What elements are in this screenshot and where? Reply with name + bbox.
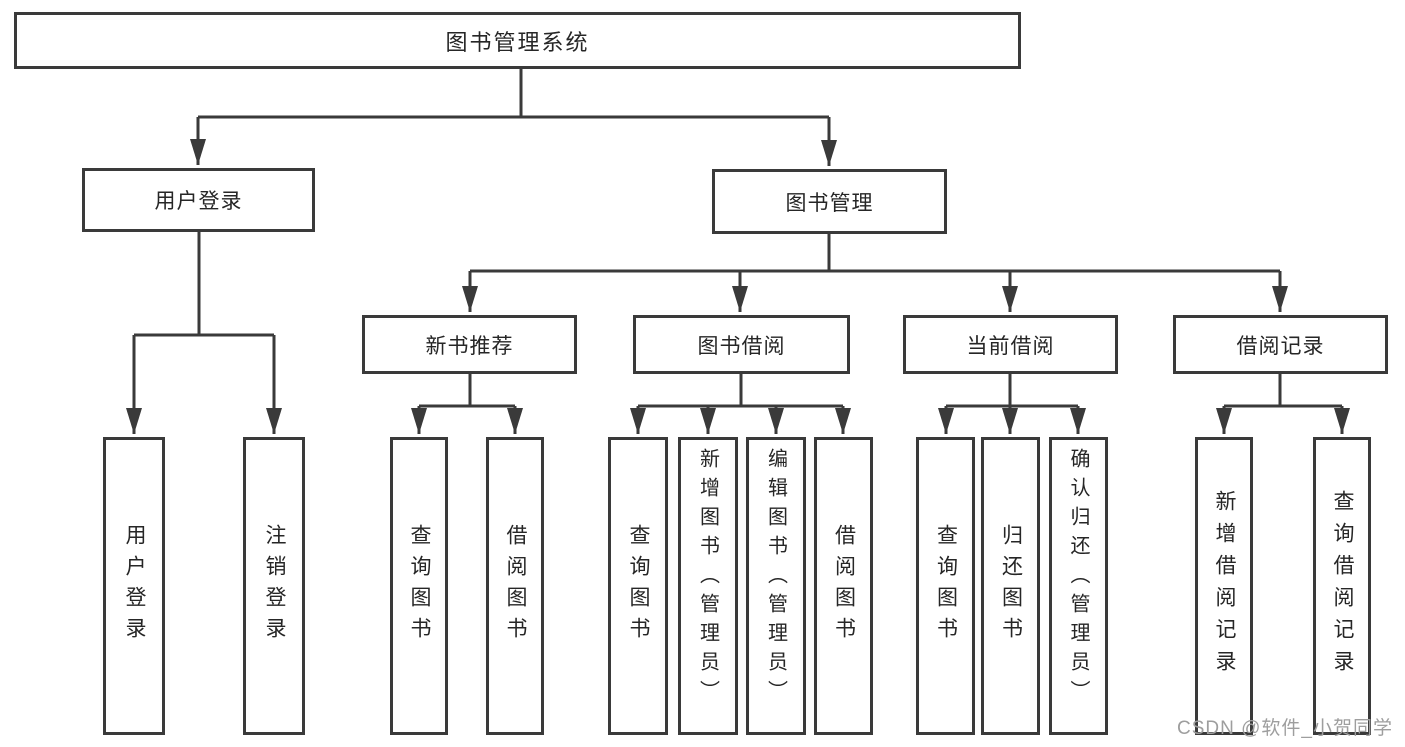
node-borrow-books-borrowing: 借阅图书 [814,437,873,735]
node-edit-book-admin: 编辑图书（管理员） [746,437,806,735]
node-user-login-label: 用户登录 [154,190,243,213]
node-return-book-label: 归还图书 [999,524,1023,648]
node-book-management-label: 图书管理 [785,191,874,215]
node-book-management: 图书管理 [712,169,947,234]
node-query-borrow-record: 查询借阅记录 [1313,437,1371,735]
node-root: 图书管理系统 [14,12,1021,69]
node-add-borrow-record-label: 新增借阅记录 [1213,490,1236,682]
node-confirm-return-admin-label: 确认归还（管理员） [1067,448,1089,709]
watermark: CSDN @软件_小贺同学 [1177,718,1393,739]
node-current-borrowing-label: 当前借阅 [966,334,1055,358]
node-root-label: 图书管理系统 [445,29,590,55]
node-confirm-return-admin: 确认归还（管理员） [1049,437,1108,735]
node-user-login-leaf: 用户登录 [103,437,165,735]
node-borrowing-records: 借阅记录 [1173,315,1388,374]
node-query-books-recommend-label: 查询图书 [408,524,431,648]
node-query-borrow-record-label: 查询借阅记录 [1331,490,1354,682]
node-user-login: 用户登录 [82,168,315,232]
node-query-books-current-label: 查询图书 [934,524,958,648]
node-new-book-recommend: 新书推荐 [362,315,577,374]
node-logout-label: 注销登录 [263,524,286,648]
node-new-book-recommend-label: 新书推荐 [425,334,514,358]
node-book-borrowing: 图书借阅 [633,315,850,374]
node-return-book: 归还图书 [981,437,1040,735]
node-current-borrowing: 当前借阅 [903,315,1118,374]
node-query-books-recommend: 查询图书 [390,437,448,735]
node-add-book-admin: 新增图书（管理员） [678,437,738,735]
node-logout: 注销登录 [243,437,305,735]
node-borrow-books-recommend-label: 借阅图书 [504,524,527,648]
node-add-borrow-record: 新增借阅记录 [1195,437,1253,735]
node-query-books-current: 查询图书 [916,437,975,735]
node-edit-book-admin-label: 编辑图书（管理员） [764,448,787,709]
node-add-book-admin-label: 新增图书（管理员） [696,448,719,709]
node-query-books-borrowing-label: 查询图书 [627,524,650,648]
node-borrowing-records-label: 借阅记录 [1236,334,1325,358]
node-user-login-leaf-label: 用户登录 [123,524,146,648]
node-query-books-borrowing: 查询图书 [608,437,668,735]
node-borrow-books-recommend: 借阅图书 [486,437,544,735]
node-book-borrowing-label: 图书借阅 [697,334,786,358]
node-borrow-books-borrowing-label: 借阅图书 [832,524,856,648]
